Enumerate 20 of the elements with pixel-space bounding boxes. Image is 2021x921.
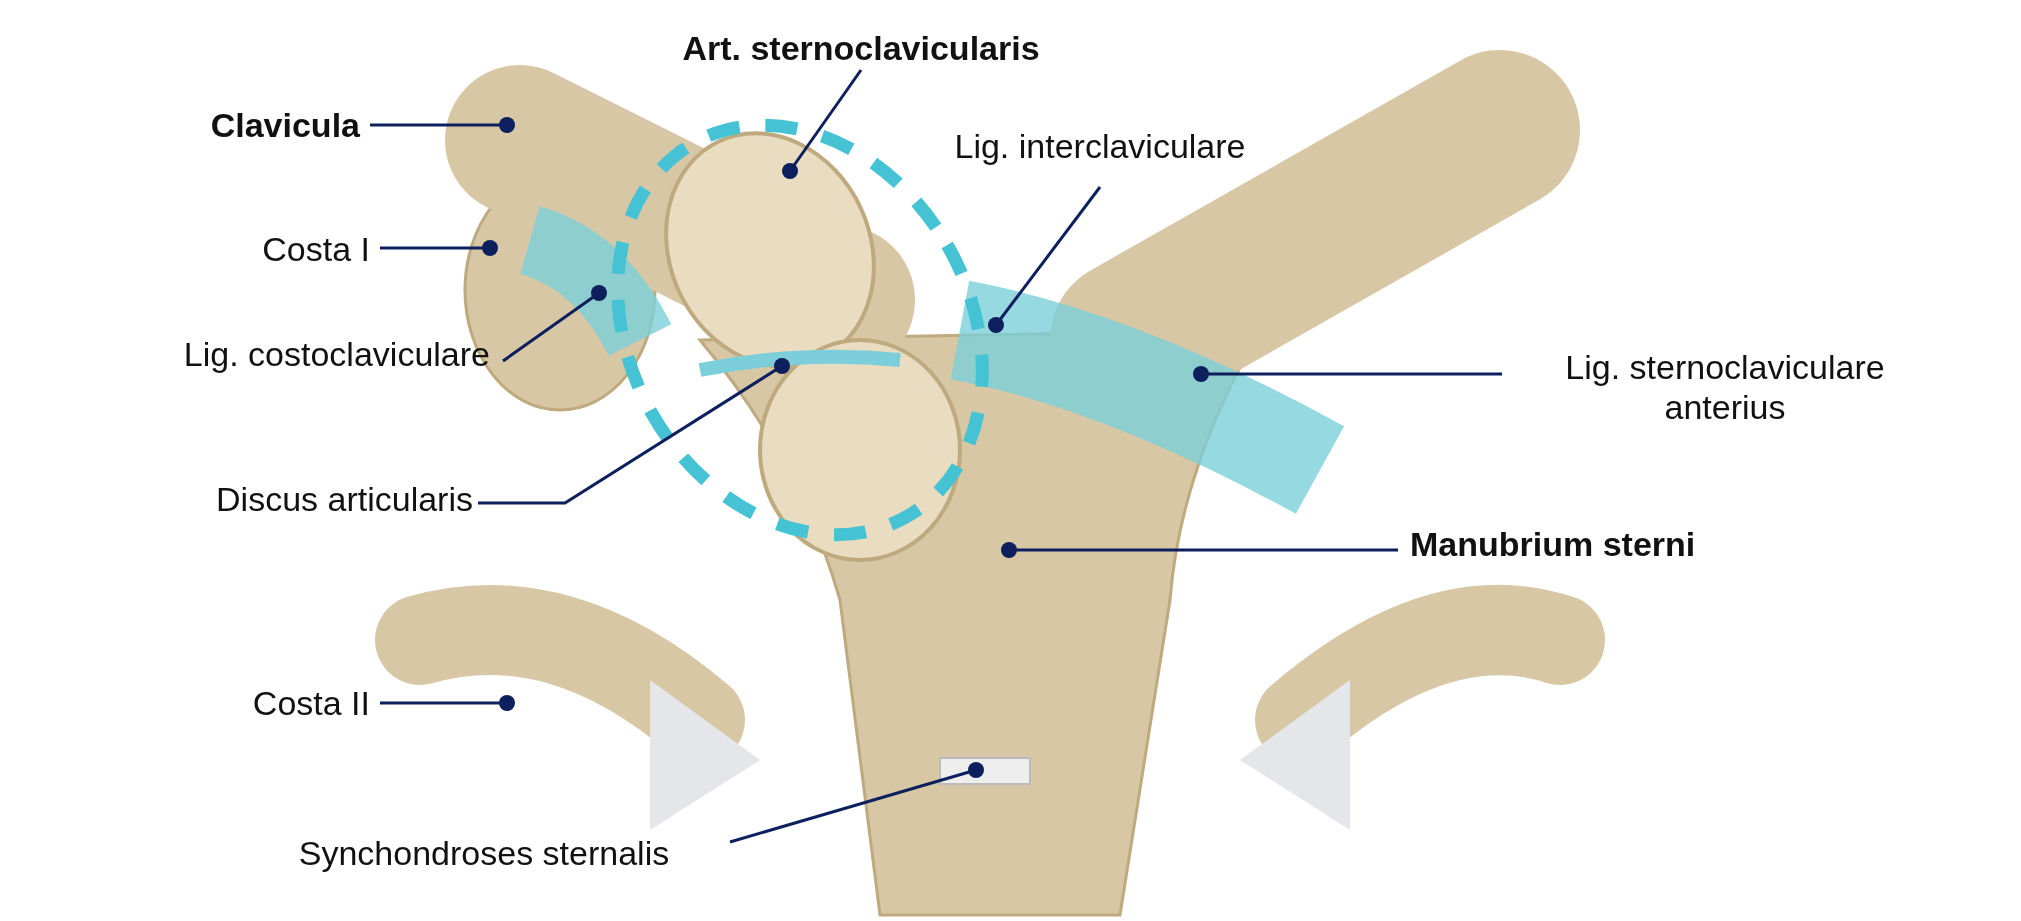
- part-label: Lig. sternoclaviculare anterius: [1510, 347, 1940, 427]
- leader-line: [729, 762, 984, 844]
- part-label: Synchondroses sternalis: [244, 833, 724, 873]
- leader-line: [380, 240, 498, 256]
- leader-line: [478, 358, 790, 505]
- leader-line: [502, 285, 607, 363]
- leader-line: [380, 695, 515, 711]
- leader-line: [1193, 366, 1502, 382]
- part-label: Art. sternoclavicularis: [645, 28, 1077, 68]
- part-label: Costa II: [150, 683, 370, 723]
- part-label: Manubrium sterni: [1410, 524, 1790, 564]
- part-label: Lig. costoclaviculare: [90, 334, 490, 374]
- part-label: Clavicula: [120, 105, 360, 145]
- leader-line: [988, 186, 1102, 333]
- leader-line: [782, 69, 863, 179]
- part-label: Discus articularis: [140, 479, 473, 519]
- leader-line: [370, 117, 515, 133]
- leader-line: [1001, 542, 1398, 558]
- part-label: Costa I: [150, 229, 370, 269]
- part-label: Lig. interclaviculare: [905, 126, 1295, 166]
